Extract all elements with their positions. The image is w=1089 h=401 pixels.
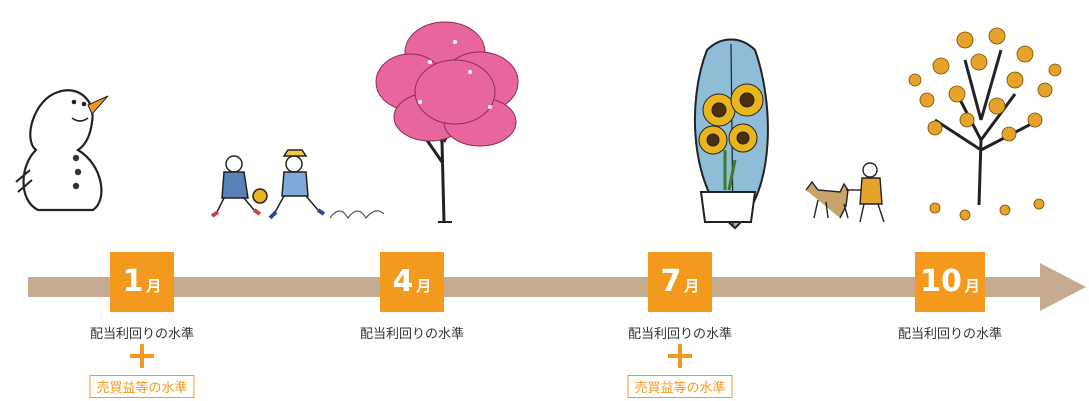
- dividend-yield-caption: 配当利回りの水準: [89, 327, 195, 342]
- month-unit: 月: [964, 276, 980, 295]
- children-running-icon: [210, 149, 385, 220]
- month-unit: 月: [684, 276, 700, 295]
- month-number: 10: [920, 264, 962, 299]
- month-unit: 月: [146, 276, 162, 295]
- dog-walker-icon: [805, 162, 885, 223]
- month-unit: 月: [416, 276, 432, 295]
- month-marker-1: 1 月: [110, 252, 174, 312]
- month-number: 4: [392, 264, 414, 299]
- month-marker-10: 10 月: [915, 252, 985, 312]
- sunflower-surfboard-icon: [693, 38, 769, 230]
- month-marker-7: 7 月: [648, 252, 712, 312]
- month-marker-4: 4 月: [380, 252, 444, 312]
- snowman-icon: [15, 89, 109, 212]
- plus-icon: [668, 344, 692, 368]
- timeline-bar: [28, 277, 1043, 297]
- capital-gain-label: 売買益等の水準: [627, 375, 733, 398]
- autumn-tree-icon: [908, 27, 1062, 221]
- plus-icon: [130, 344, 154, 368]
- cherry-blossom-tree-icon: [375, 21, 519, 223]
- month-number: 7: [660, 264, 682, 299]
- timeline-arrow-icon: [1040, 263, 1086, 311]
- dividend-yield-caption: 配当利回りの水準: [897, 327, 1003, 342]
- capital-gain-label: 売買益等の水準: [89, 375, 195, 398]
- dividend-yield-caption: 配当利回りの水準: [359, 327, 465, 342]
- month-number: 1: [122, 264, 144, 299]
- dividend-yield-caption: 配当利回りの水準: [627, 327, 733, 342]
